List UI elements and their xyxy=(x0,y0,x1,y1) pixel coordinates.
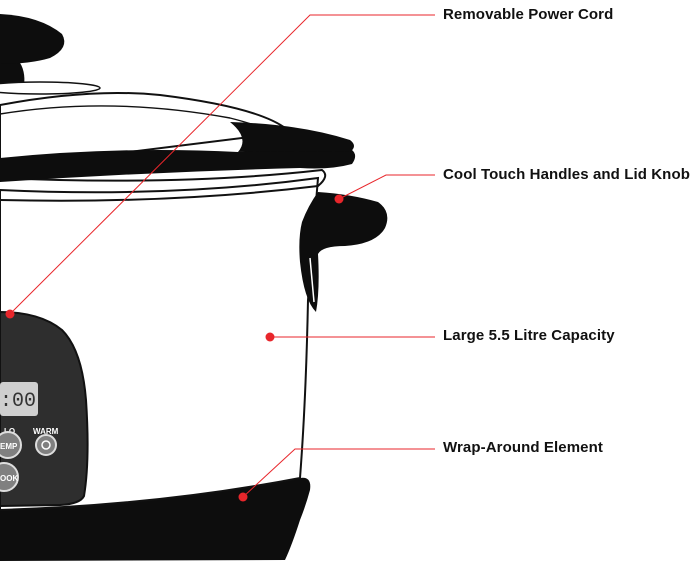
temp-button-label: EMP xyxy=(0,442,18,451)
handle-highlight xyxy=(309,257,315,303)
lid-knob xyxy=(0,14,65,64)
control-panel xyxy=(0,310,89,508)
pointer-line-power-cord xyxy=(9,14,435,315)
body-rim xyxy=(0,168,327,202)
pointer-dot-power-cord xyxy=(5,309,15,319)
pointer-dot-element xyxy=(238,492,248,502)
pointer-line-handles xyxy=(338,174,435,200)
pointer-line-element xyxy=(242,448,435,498)
callout-cool-touch-handles: Cool Touch Handles and Lid Knob xyxy=(443,166,690,183)
callout-wrap-around-element: Wrap-Around Element xyxy=(443,439,603,456)
callout-removable-power-cord: Removable Power Cord xyxy=(443,6,614,23)
knob-base xyxy=(0,81,101,95)
cook-button-label: OOK xyxy=(0,474,18,483)
base-band xyxy=(0,477,311,561)
lcd-display-text: :00 xyxy=(0,390,36,413)
callout-capacity: Large 5.5 Litre Capacity xyxy=(443,327,615,344)
side-handle xyxy=(299,192,388,312)
pointer-dot-handles xyxy=(334,194,344,204)
power-button xyxy=(35,434,57,456)
lid-rim-top xyxy=(230,122,354,152)
glass-lid xyxy=(0,91,293,170)
lid-knob-stem xyxy=(0,60,25,88)
label-warm: WARM xyxy=(33,427,59,436)
power-icon xyxy=(41,440,51,450)
cook-button xyxy=(0,462,19,492)
temp-button xyxy=(0,431,22,459)
pointer-dot-capacity xyxy=(265,332,275,342)
lcd-display xyxy=(0,382,38,416)
lid-rim xyxy=(0,145,356,182)
